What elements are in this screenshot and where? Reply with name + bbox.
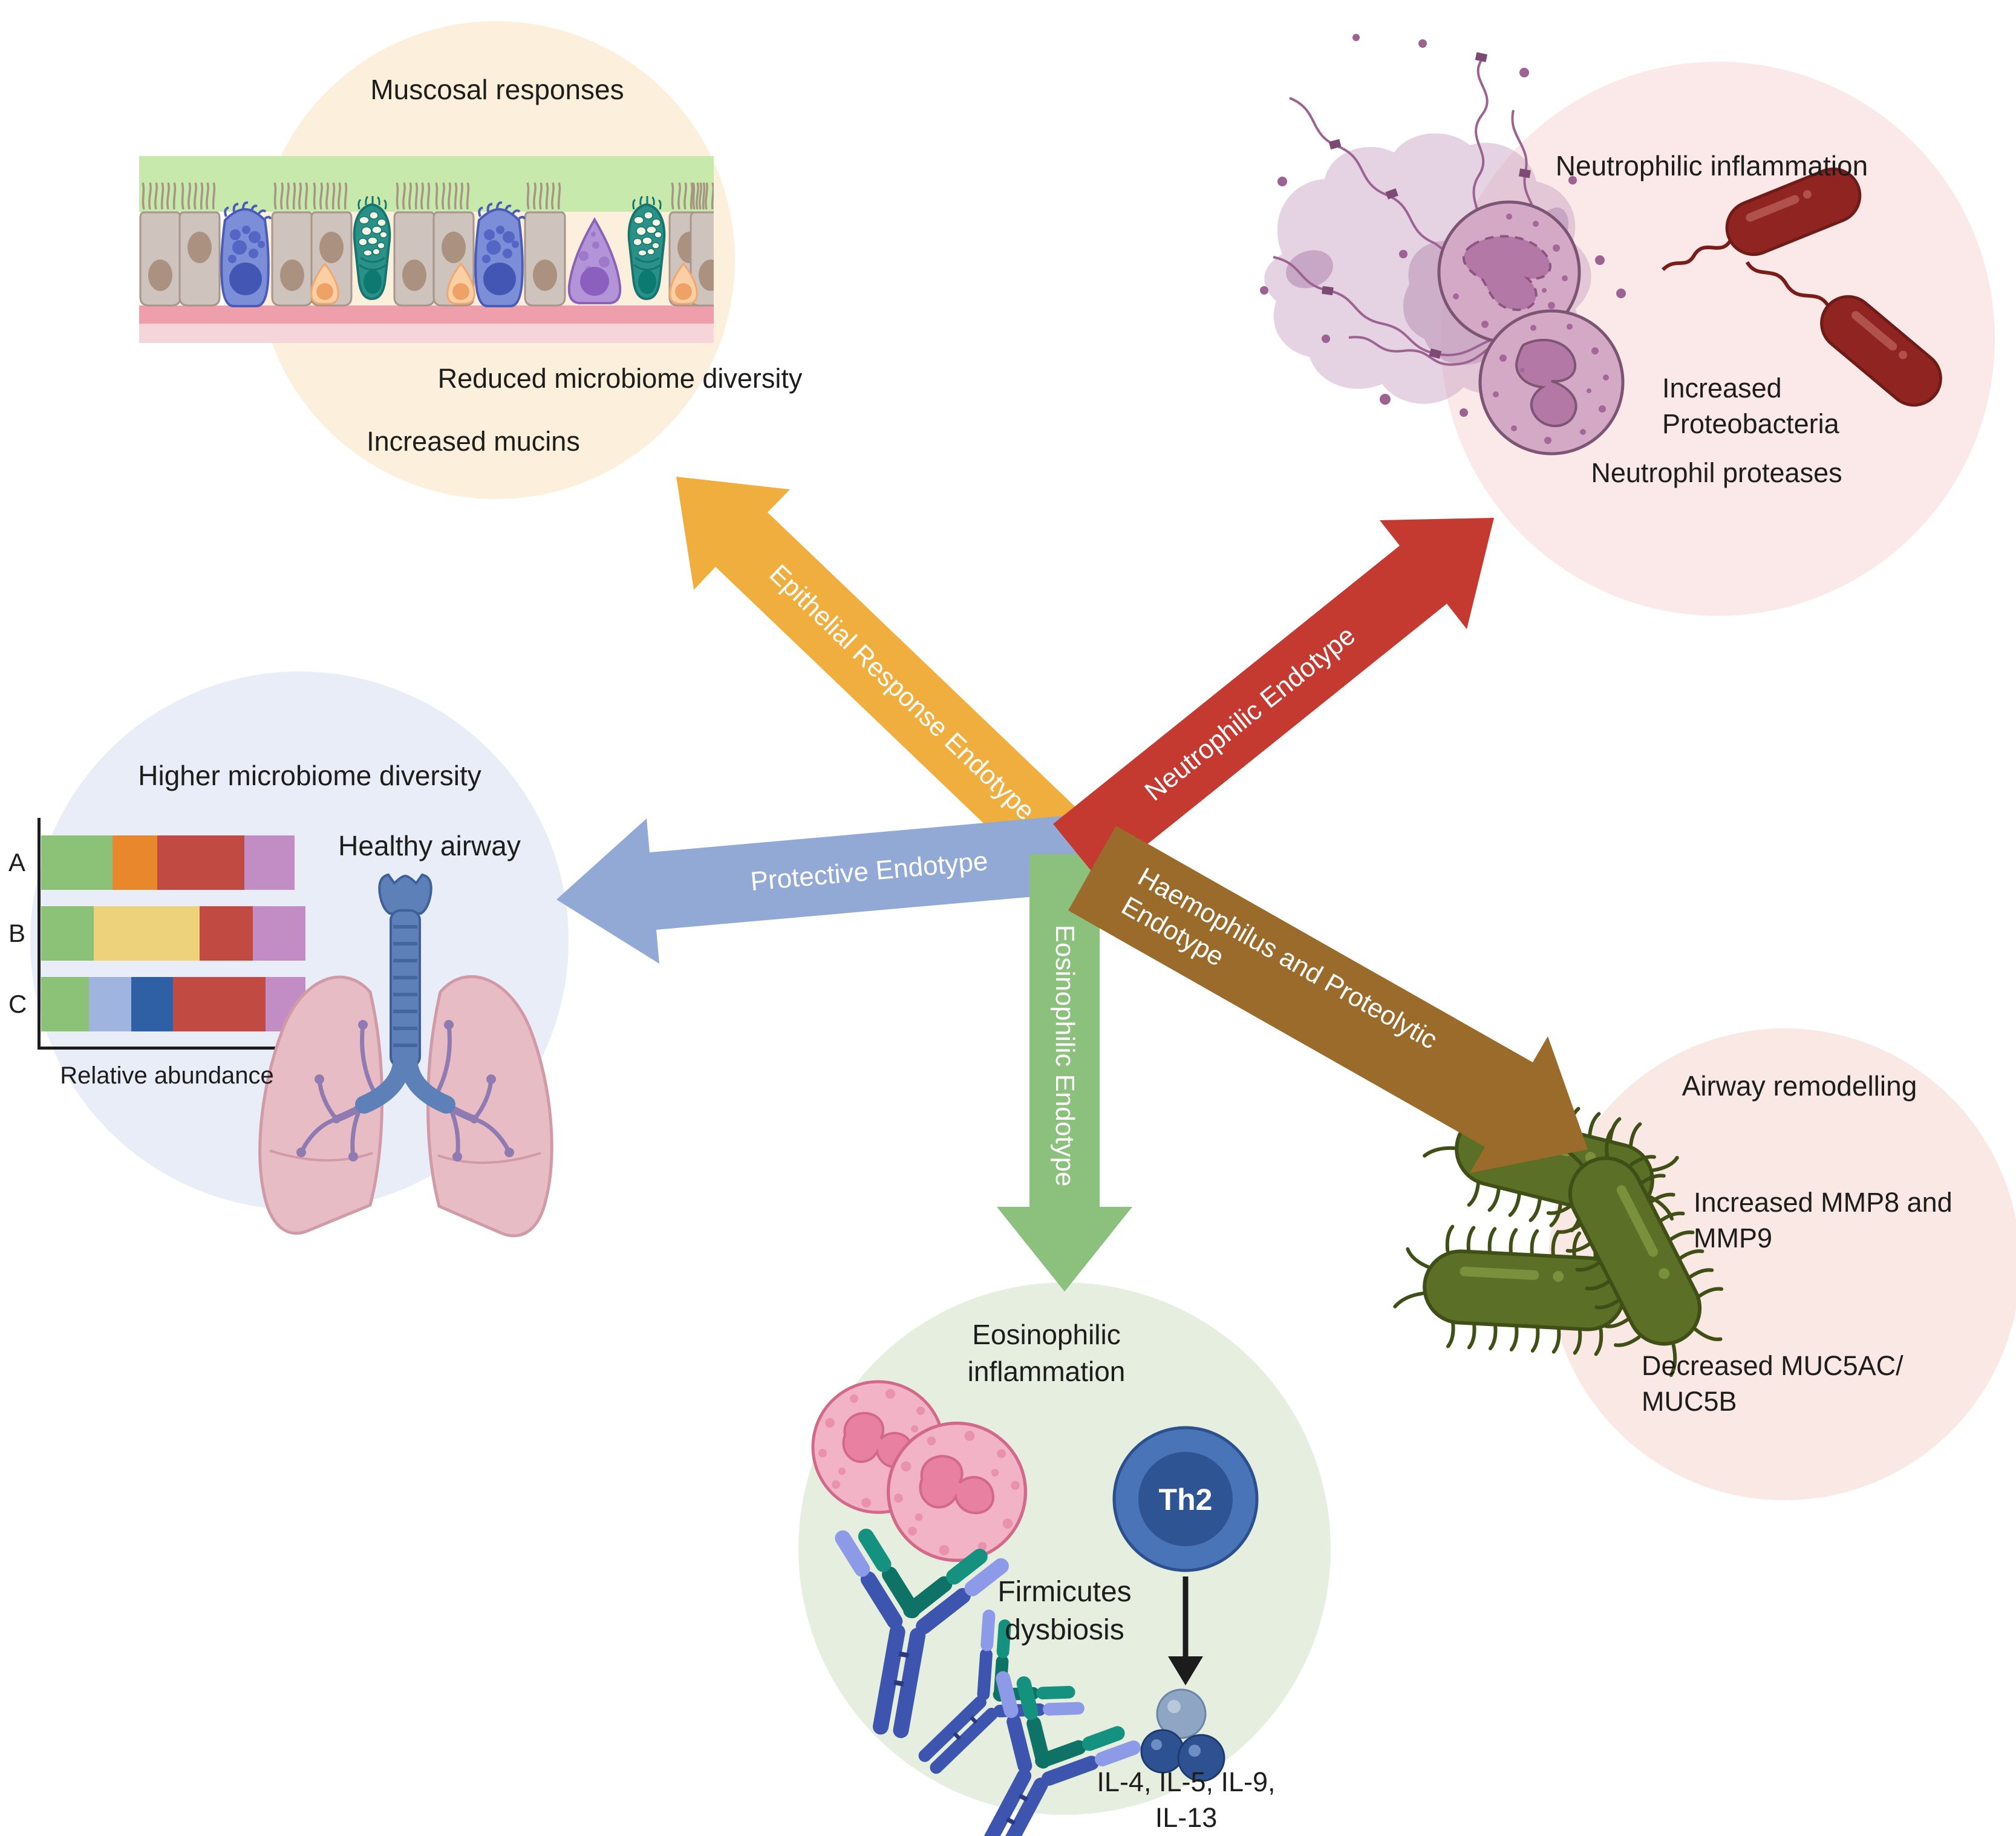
- bar-row-C: C: [8, 977, 305, 1031]
- bar-segment-taxon-green: [41, 835, 113, 890]
- neutrophilic-finding-proteobacteria: Increased Proteobacteria: [1662, 373, 1839, 440]
- bar-segment-taxon-yellow: [94, 906, 200, 961]
- cytokine-dots-icon: [1140, 1688, 1225, 1782]
- bar-row-B: B: [8, 906, 305, 961]
- eosinophilic-title: Eosinophilic inflammation: [967, 1319, 1126, 1387]
- bar-segment-taxon-dark-blue: [131, 977, 174, 1031]
- neutrophilic-finding-proteases: Neutrophil proteases: [1591, 457, 1842, 488]
- haemophilus-finding-muc: Decreased MUC5AC/ MUC5B: [1642, 1350, 1903, 1417]
- mucosal-finding-reduced-diversity: Reduced microbiome diversity: [437, 363, 803, 394]
- bar-segment-taxon-green: [41, 977, 89, 1031]
- mucosal-title: Muscosal responses: [370, 74, 624, 105]
- th2-cell-icon: [1112, 1426, 1259, 1572]
- neutrophil-icon: [1437, 200, 1581, 344]
- arrow-protective: [556, 814, 1089, 964]
- haemophilus-title: Airway remodelling: [1682, 1070, 1917, 1102]
- barchart-x-axis-label: Relative abundance: [60, 1062, 274, 1089]
- eosinophilic-finding-firmicutes: Firmicutes dysbiosis: [997, 1576, 1132, 1647]
- arrow-neutrophilic: [1053, 518, 1494, 882]
- cytokines-label: IL-4, IL-5, IL-9, IL-13: [1097, 1766, 1276, 1834]
- protective-subtitle-healthy-airway: Healthy airway: [338, 830, 521, 861]
- lungs-illustration: [258, 873, 553, 1238]
- neutrophil-icon: [1478, 309, 1625, 456]
- haemophilus-finding-mmp: Increased MMP8 and MMP9: [1694, 1187, 1952, 1254]
- microbiome-barchart: A B C: [8, 835, 305, 1048]
- barchart-axis: [38, 818, 312, 1050]
- bar-row-A: A: [8, 835, 305, 890]
- down-arrow-icon: [1168, 1576, 1203, 1685]
- neutrophilic-title: Neutrophilic inflammation: [1555, 150, 1868, 181]
- bacterium-icon: [1662, 161, 1868, 272]
- bar-segment-taxon-red: [200, 906, 253, 961]
- arrow-label-eosinophilic-endotype: Eosinophilic Endotype: [1050, 924, 1080, 1187]
- bar-segment-taxon-green: [41, 906, 94, 961]
- epithelium-illustration: [139, 156, 714, 343]
- mucosal-finding-increased-mucins: Increased mucins: [367, 426, 580, 457]
- bar-segment-taxon-purple: [244, 835, 295, 890]
- bar-segment-taxon-light-blue: [88, 977, 131, 1031]
- bar-category-label: B: [8, 919, 26, 947]
- bar-segment-taxon-purple: [252, 906, 305, 961]
- bar-segment-taxon-red: [173, 977, 266, 1031]
- arrow-haemophilus: [1068, 826, 1588, 1173]
- arrow-eosinophilic: [997, 854, 1132, 1292]
- eosinophil-icon: [889, 1423, 1026, 1561]
- protective-title: Higher microbiome diversity: [138, 760, 481, 791]
- bar-category-label: C: [8, 990, 27, 1018]
- arrow-epithelial: [676, 477, 1088, 873]
- bacterium-icon: [1745, 261, 1951, 416]
- bar-category-label: A: [8, 848, 26, 877]
- th2-cell-label: Th2: [1158, 1483, 1213, 1517]
- bar-segment-taxon-red: [157, 835, 245, 890]
- bar-segment-taxon-orange: [112, 835, 158, 890]
